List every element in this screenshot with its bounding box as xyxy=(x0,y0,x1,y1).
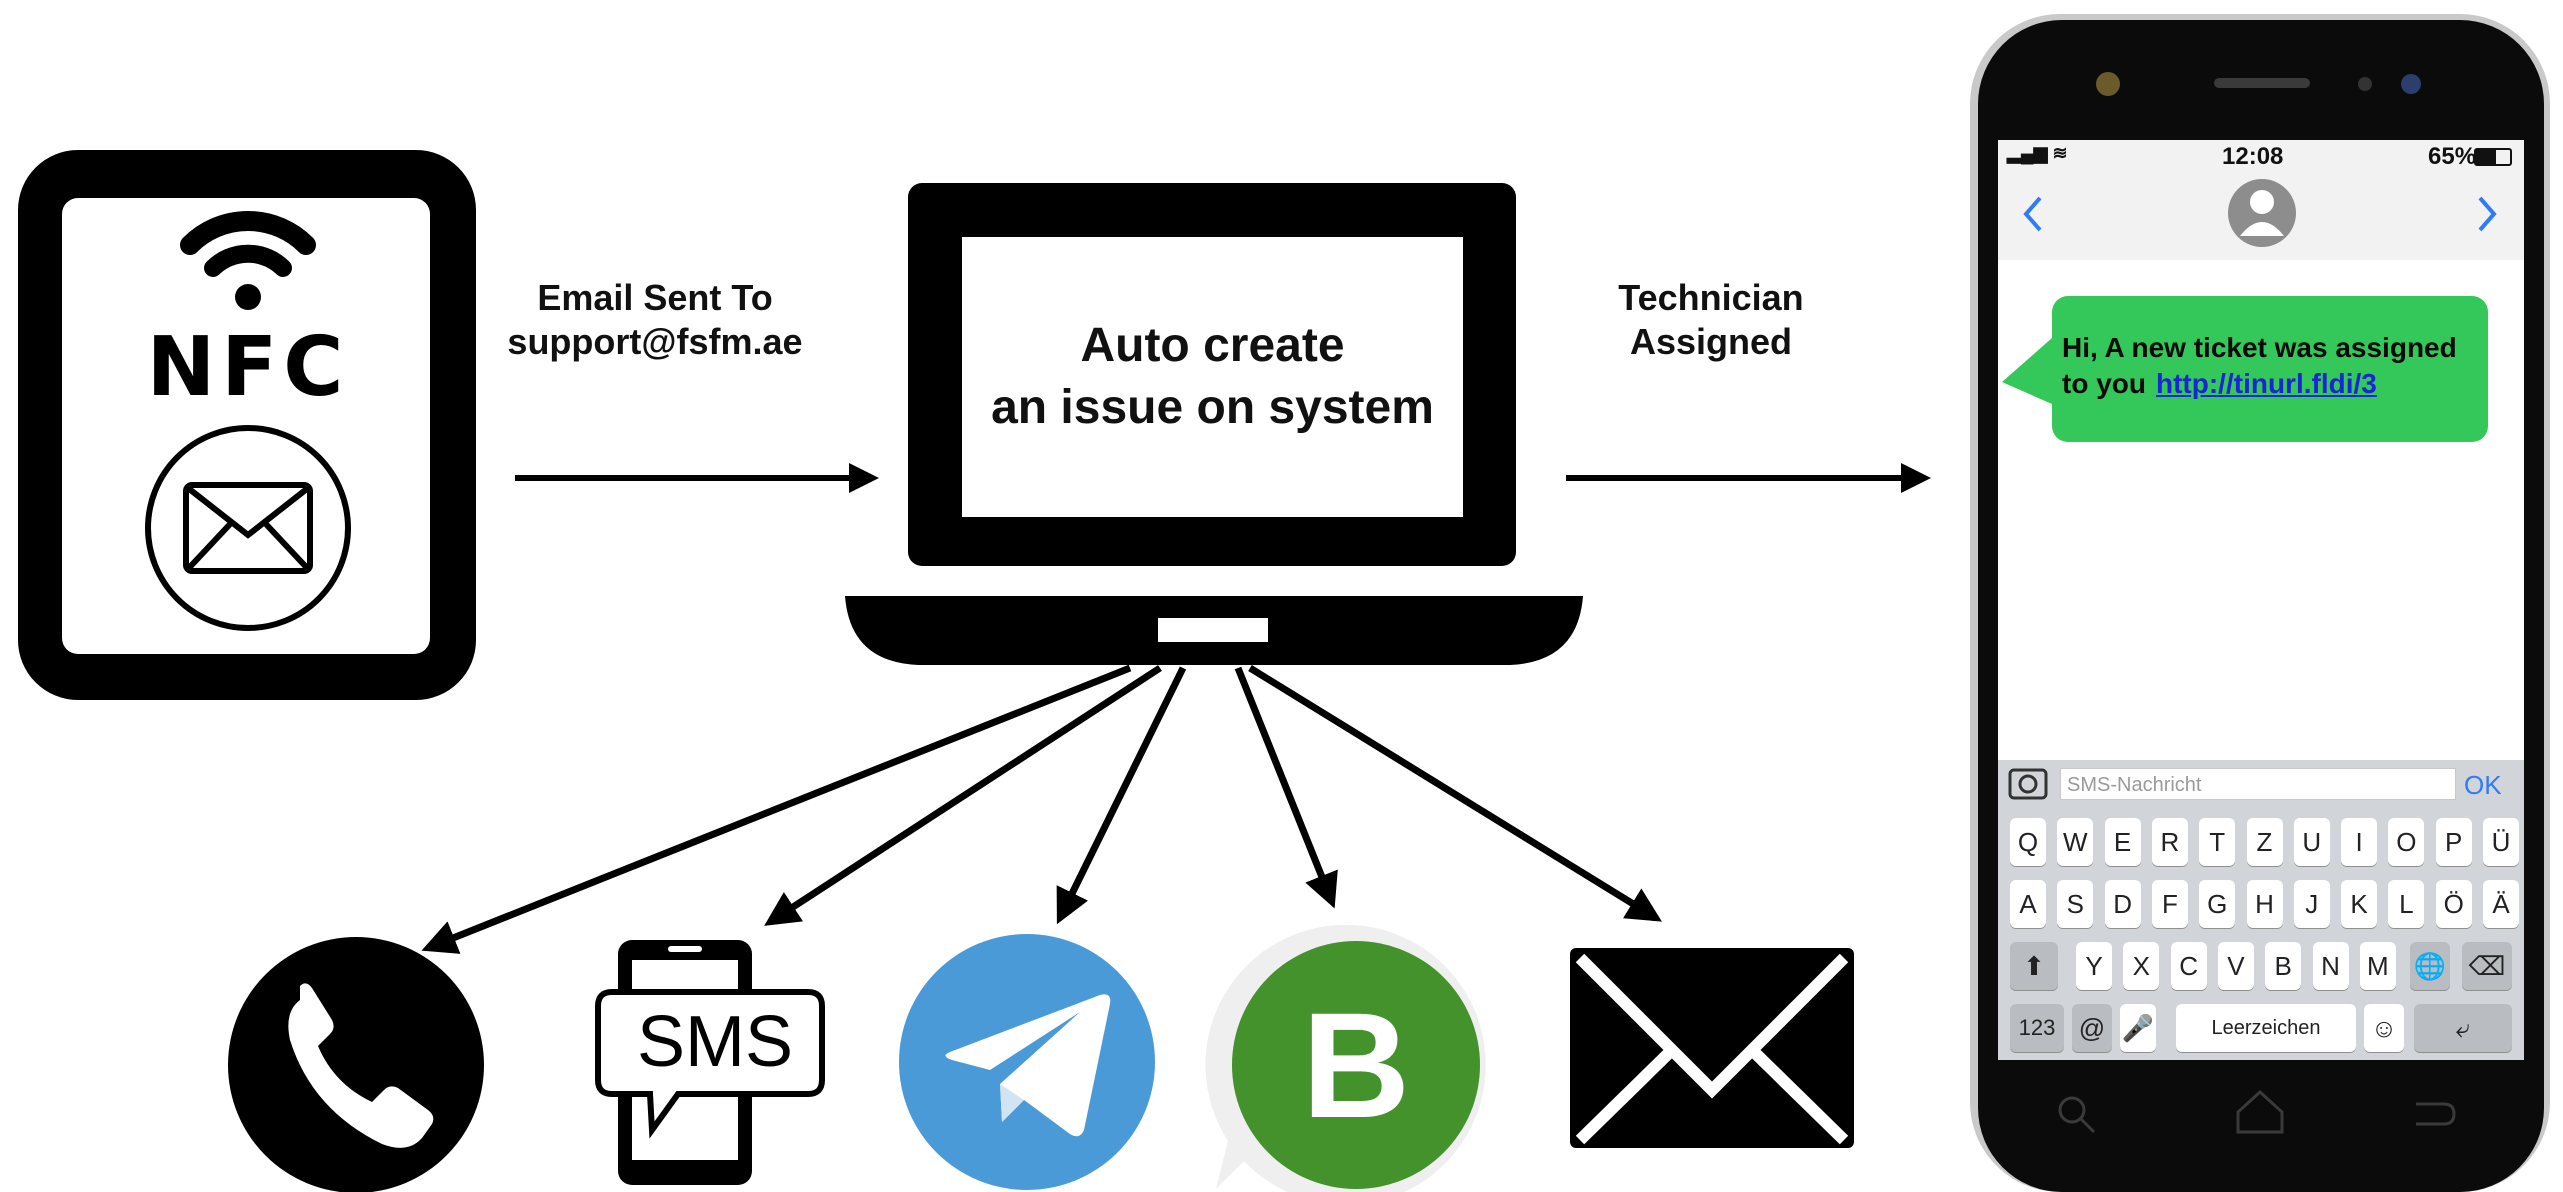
search-icon xyxy=(2058,1096,2096,1134)
arrow-to-telegram xyxy=(1056,666,1187,925)
technician-label: Technician Assigned xyxy=(1546,276,1876,364)
key-ä[interactable]: Ä xyxy=(2483,880,2519,928)
key-d[interactable]: D xyxy=(2104,880,2141,928)
key-t[interactable]: T xyxy=(2199,818,2236,866)
sms-message-bubble: Hi, A new ticket was assigned to you http… xyxy=(2052,296,2488,442)
globe-key[interactable]: 🌐 xyxy=(2410,942,2450,990)
key-m[interactable]: M xyxy=(2359,942,2396,990)
message-line1: Hi, A new ticket was assigned xyxy=(2062,332,2457,363)
key-i[interactable]: I xyxy=(2341,818,2378,866)
email-label-line1: Email Sent To xyxy=(537,277,773,318)
key-u[interactable]: U xyxy=(2293,818,2330,866)
key-z[interactable]: Z xyxy=(2246,818,2283,866)
whatsapp-business-icon xyxy=(1205,924,1486,1192)
laptop-screen-text: Auto create an issue on system xyxy=(962,237,1463,517)
key-o[interactable]: O xyxy=(2388,818,2425,866)
email-label: Email Sent To support@fsfm.ae xyxy=(490,276,820,364)
message-line2: to you http://tinurl.fldi/3 xyxy=(2062,366,2468,402)
nfc-text: NFC xyxy=(146,320,350,415)
message-prefix: to you xyxy=(2062,368,2146,399)
phone-time: 12:08 xyxy=(2222,143,2284,170)
key-ü[interactable]: Ü xyxy=(2483,818,2519,866)
key-h[interactable]: H xyxy=(2246,880,2283,928)
back-chevron-icon xyxy=(2023,196,2042,232)
email-icon xyxy=(1570,948,1854,1148)
key-s[interactable]: S xyxy=(2057,880,2094,928)
laptop-screen-line1: Auto create xyxy=(1080,319,1345,372)
forward-chevron-icon xyxy=(2478,196,2497,232)
key-b[interactable]: B xyxy=(2265,942,2302,990)
home-icon xyxy=(2236,1089,2284,1134)
camera-icon xyxy=(2008,768,2048,800)
key-at[interactable]: @ xyxy=(2072,1004,2112,1052)
shift-key[interactable]: ⬆ xyxy=(2010,942,2058,990)
key-w[interactable]: W xyxy=(2057,818,2094,866)
key-p[interactable]: P xyxy=(2435,818,2472,866)
send-ok-button[interactable]: OK xyxy=(2464,770,2502,800)
technician-label-line1: Technician xyxy=(1618,277,1804,318)
laptop-screen-line2: an issue on system xyxy=(991,381,1434,434)
arrow-to-phone-call xyxy=(421,664,1132,954)
key-123[interactable]: 123 xyxy=(2010,1004,2064,1052)
key-g[interactable]: G xyxy=(2199,880,2236,928)
arrow-to-email xyxy=(1248,665,1662,922)
battery-icon xyxy=(2474,148,2512,166)
key-l[interactable]: L xyxy=(2388,880,2425,928)
key-ö[interactable]: Ö xyxy=(2435,880,2472,928)
key-y[interactable]: Y xyxy=(2076,942,2112,990)
nfc-card xyxy=(18,150,476,700)
key-f[interactable]: F xyxy=(2151,880,2188,928)
key-n[interactable]: N xyxy=(2312,942,2349,990)
back-icon xyxy=(2416,1102,2456,1126)
technician-label-line2: Assigned xyxy=(1629,321,1793,362)
arrow-to-sms xyxy=(764,665,1162,926)
phone-call-icon xyxy=(228,937,484,1192)
delete-key[interactable]: ⌫ xyxy=(2462,942,2512,990)
battery-percent: 65% xyxy=(2428,143,2477,170)
sms-input-field[interactable]: SMS-Nachricht xyxy=(2060,768,2456,800)
key-a[interactable]: A xyxy=(2010,880,2046,928)
contact-avatar-icon xyxy=(2228,179,2296,247)
arrow-to-whatsapp xyxy=(1234,666,1338,909)
space-key[interactable]: Leerzeichen xyxy=(2176,1004,2356,1052)
emoji-key[interactable]: ☺ xyxy=(2364,1004,2404,1052)
key-x[interactable]: X xyxy=(2123,942,2160,990)
telegram-icon xyxy=(899,934,1155,1190)
sms-label: SMS xyxy=(636,1002,794,1082)
wifi-icon xyxy=(180,210,316,310)
message-link[interactable]: http://tinurl.fldi/3 xyxy=(2156,368,2377,399)
key-c[interactable]: C xyxy=(2170,942,2207,990)
key-e[interactable]: E xyxy=(2104,818,2141,866)
key-r[interactable]: R xyxy=(2151,818,2188,866)
microphone-key[interactable]: 🎤 xyxy=(2120,1004,2156,1052)
signal-icon: ▂▄▆ ≋ xyxy=(2007,143,2068,163)
key-q[interactable]: Q xyxy=(2010,818,2046,866)
mail-circle-icon xyxy=(145,425,351,631)
return-key[interactable]: ⤶ xyxy=(2414,1004,2512,1052)
laptop-icon xyxy=(845,183,1583,665)
key-k[interactable]: K xyxy=(2341,880,2378,928)
whatsapp-business-letter: B xyxy=(1301,981,1411,1149)
key-j[interactable]: J xyxy=(2293,880,2330,928)
sms-phone-icon xyxy=(595,940,825,1185)
email-label-line2: support@fsfm.ae xyxy=(507,321,803,362)
key-v[interactable]: V xyxy=(2217,942,2254,990)
